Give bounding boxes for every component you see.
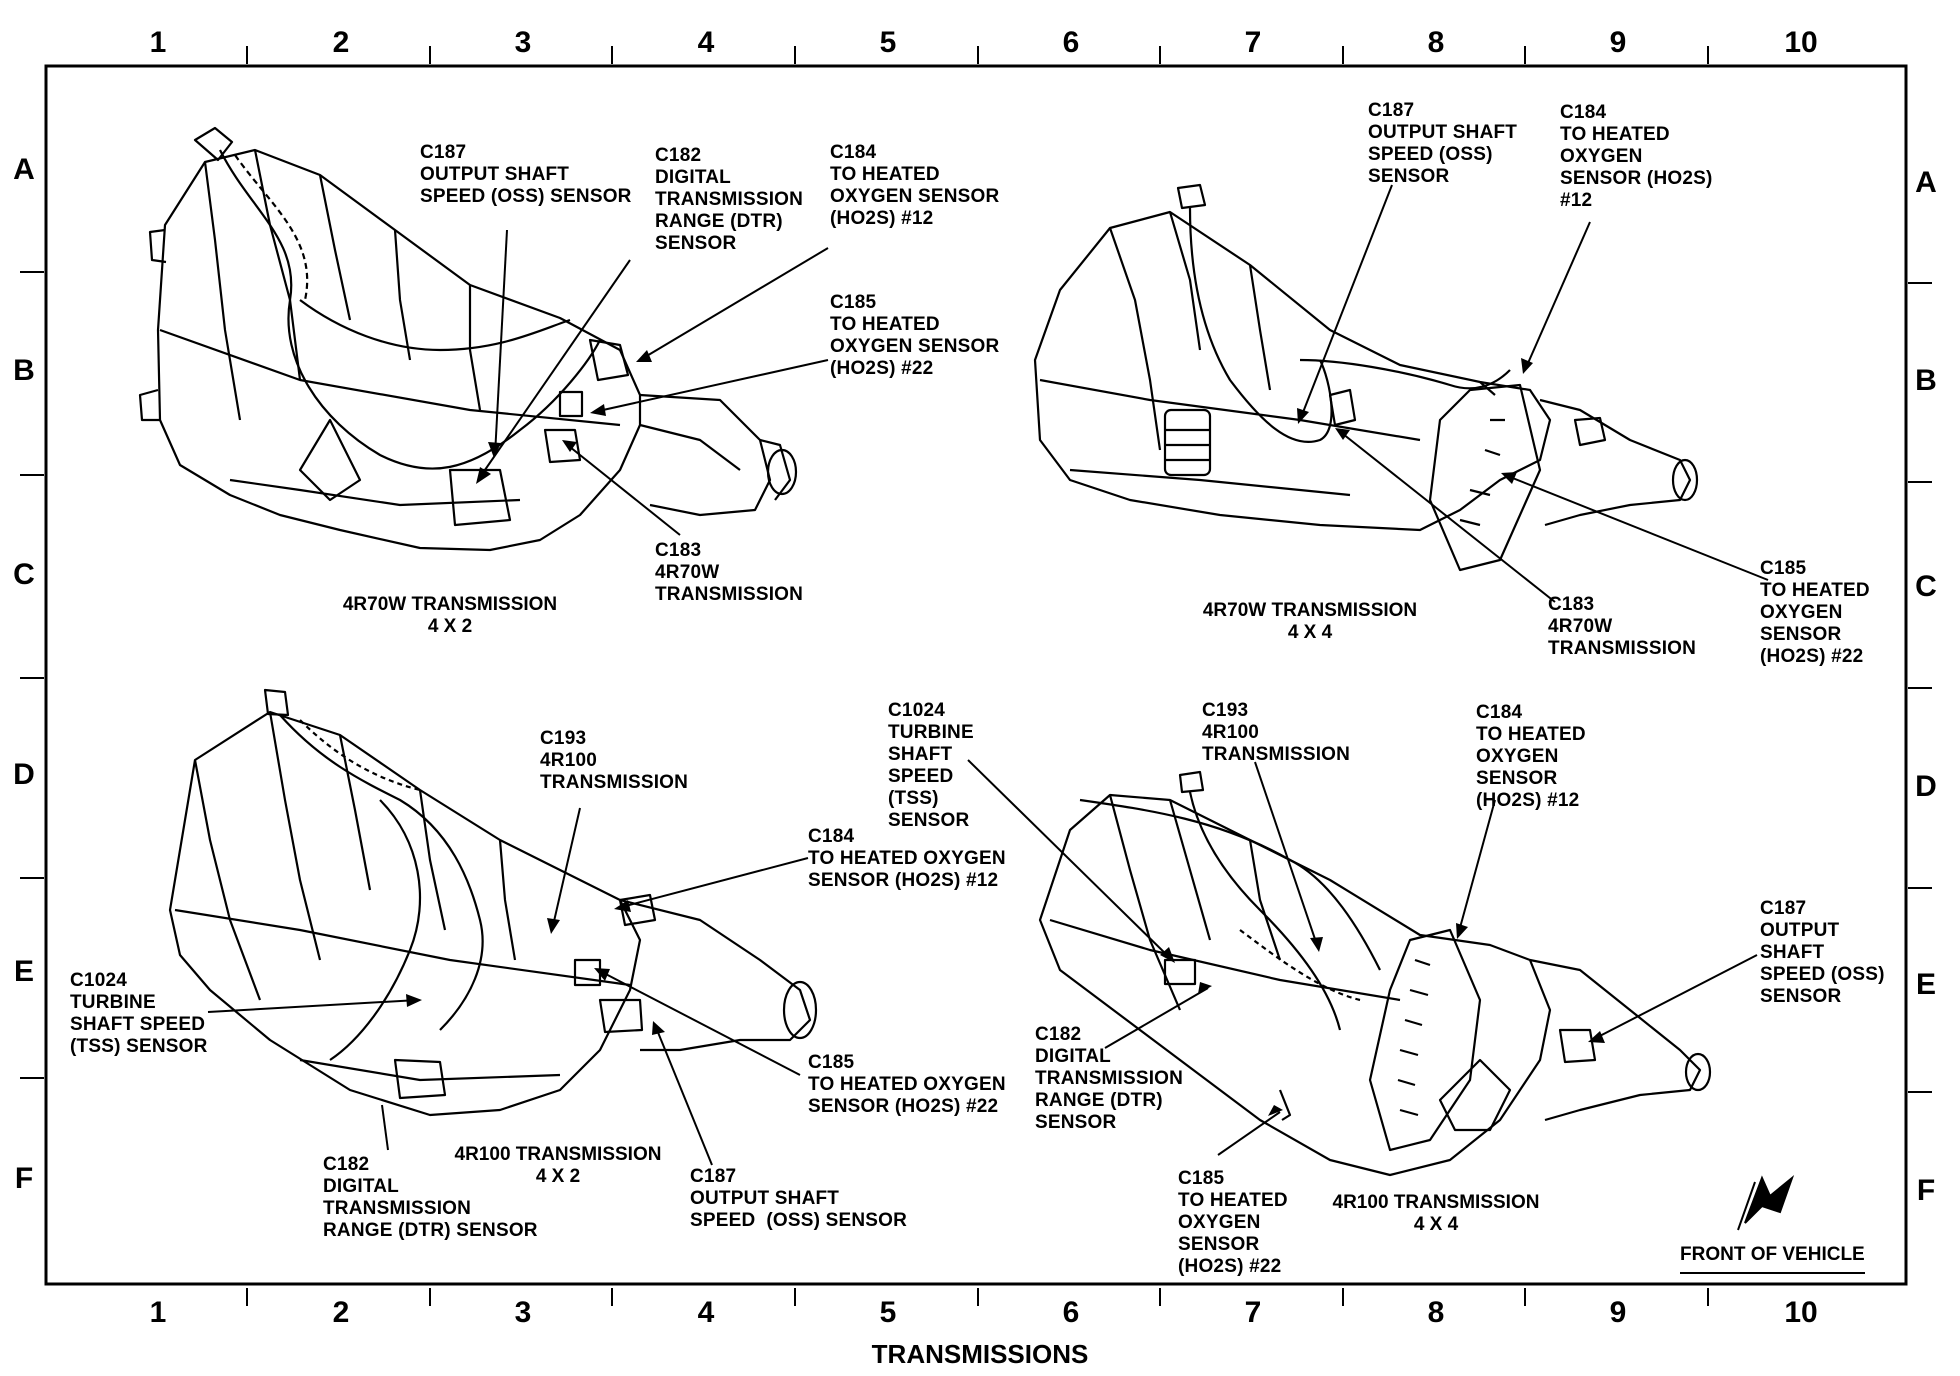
caption-bl: 4R100 TRANSMISSION 4 X 2 (454, 1144, 662, 1187)
grid-row-b-left: B (13, 354, 35, 387)
transmission-drawing-bottom-left (168, 688, 818, 1117)
grid-col-2-top: 2 (332, 26, 350, 59)
label-tr-c185: C185 TO HEATED OXYGEN SENSOR (HO2S) #22 (1760, 558, 1870, 667)
grid-col-1-bottom: 1 (149, 1296, 167, 1329)
label-br-c187: C187 OUTPUT SHAFT SPEED (OSS) SENSOR (1760, 898, 1885, 1007)
label-bl-c1024: C1024 TURBINE SHAFT SPEED (TSS) SENSOR (70, 970, 208, 1057)
grid-col-7-top: 7 (1244, 26, 1262, 59)
caption-br: 4R100 TRANSMISSION 4 X 4 (1332, 1192, 1540, 1235)
grid-row-a-left: A (13, 153, 35, 186)
leader-arrowheads (406, 350, 1605, 1116)
transmission-drawing-top-right (1033, 183, 1699, 572)
label-br-c184: C184 TO HEATED OXYGEN SENSOR (HO2S) #12 (1476, 702, 1586, 811)
grid-col-1-top: 1 (149, 26, 167, 59)
grid-col-10-bottom: 10 (1784, 1296, 1818, 1329)
grid-col-4-top: 4 (697, 26, 715, 59)
front-of-vehicle-label: FRONT OF VEHICLE (1680, 1244, 1865, 1274)
label-br-c182: C182 DIGITAL TRANSMISSION RANGE (DTR) SE… (1035, 1024, 1184, 1133)
label-tl-c183: C183 4R70W TRANSMISSION (655, 540, 804, 605)
front-of-vehicle-arrow (1737, 1174, 1795, 1231)
label-bl-c187: C187 OUTPUT SHAFT SPEED (OSS) SENSOR (690, 1166, 908, 1231)
grid-col-9-bottom: 9 (1609, 1296, 1627, 1329)
grid-row-e-right: E (1915, 968, 1936, 1001)
leader-lines-bottom-right (967, 759, 1758, 1156)
label-tl-c184: C184 TO HEATED OXYGEN SENSOR (HO2S) #12 (830, 142, 1000, 229)
grid-col-6-top: 6 (1062, 26, 1080, 59)
grid-row-c-right: C (1915, 570, 1937, 603)
label-tl-c182: C182 DIGITAL TRANSMISSION RANGE (DTR) SE… (655, 145, 804, 254)
label-tr-c187: C187 OUTPUT SHAFT SPEED (OSS) SENSOR (1368, 100, 1518, 187)
grid-col-6-bottom: 6 (1062, 1296, 1080, 1329)
label-tl-c185: C185 TO HEATED OXYGEN SENSOR (HO2S) #22 (830, 292, 1000, 379)
grid-col-2-bottom: 2 (332, 1296, 350, 1329)
grid-col-3-top: 3 (514, 26, 532, 59)
grid-col-4-bottom: 4 (697, 1296, 715, 1329)
grid-col-5-top: 5 (879, 26, 897, 59)
grid-col-5-bottom: 5 (879, 1296, 897, 1329)
caption-tl: 4R70W TRANSMISSION 4 X 2 (342, 594, 558, 637)
leader-lines-bottom-left (207, 807, 809, 1166)
label-bl-c182: C182 DIGITAL TRANSMISSION RANGE (DTR) SE… (323, 1154, 538, 1241)
grid-row-e-left: E (13, 955, 34, 988)
diagram-frame (44, 64, 1908, 1286)
grid-row-d-right: D (1915, 770, 1937, 803)
grid-row-c-left: C (13, 558, 35, 591)
label-br-c193: C193 4R100 TRANSMISSION (1202, 700, 1351, 765)
grid-col-10-top: 10 (1784, 26, 1818, 59)
grid-ticks (20, 46, 1932, 1306)
label-bl-c185: C185 TO HEATED OXYGEN SENSOR (HO2S) #22 (808, 1052, 1006, 1117)
grid-row-f-left: F (14, 1162, 34, 1195)
label-tr-c184: C184 TO HEATED OXYGEN SENSOR (HO2S) #12 (1560, 102, 1713, 211)
label-br-c185: C185 TO HEATED OXYGEN SENSOR (HO2S) #22 (1178, 1168, 1288, 1277)
leader-lines-top-left (477, 229, 829, 536)
caption-tr: 4R70W TRANSMISSION 4 X 4 (1202, 600, 1418, 643)
label-bl-c184: C184 TO HEATED OXYGEN SENSOR (HO2S) #12 (808, 826, 1006, 891)
grid-col-3-bottom: 3 (514, 1296, 532, 1329)
label-tl-c187: C187 OUTPUT SHAFT SPEED (OSS) SENSOR (420, 142, 632, 207)
diagram-title: TRANSMISSIONS (871, 1339, 1089, 1369)
grid-row-d-left: D (13, 758, 35, 791)
label-bl-c193: C193 4R100 TRANSMISSION (540, 728, 689, 793)
grid-col-7-bottom: 7 (1244, 1296, 1262, 1329)
grid-col-8-top: 8 (1427, 26, 1445, 59)
grid-col-8-bottom: 8 (1427, 1296, 1445, 1329)
transmission-drawing-bottom-right (1038, 770, 1712, 1177)
grid-row-a-right: A (1915, 166, 1937, 199)
label-tr-c183: C183 4R70W TRANSMISSION (1548, 594, 1697, 659)
grid-col-9-top: 9 (1609, 26, 1627, 59)
label-br-c1024: C1024 TURBINE SHAFT SPEED (TSS) SENSOR (888, 700, 974, 831)
leader-lines-top-right (1299, 184, 1769, 603)
transmission-drawing-top-left (138, 126, 798, 552)
grid-row-b-right: B (1915, 364, 1937, 397)
grid-row-f-right: F (1916, 1174, 1936, 1207)
